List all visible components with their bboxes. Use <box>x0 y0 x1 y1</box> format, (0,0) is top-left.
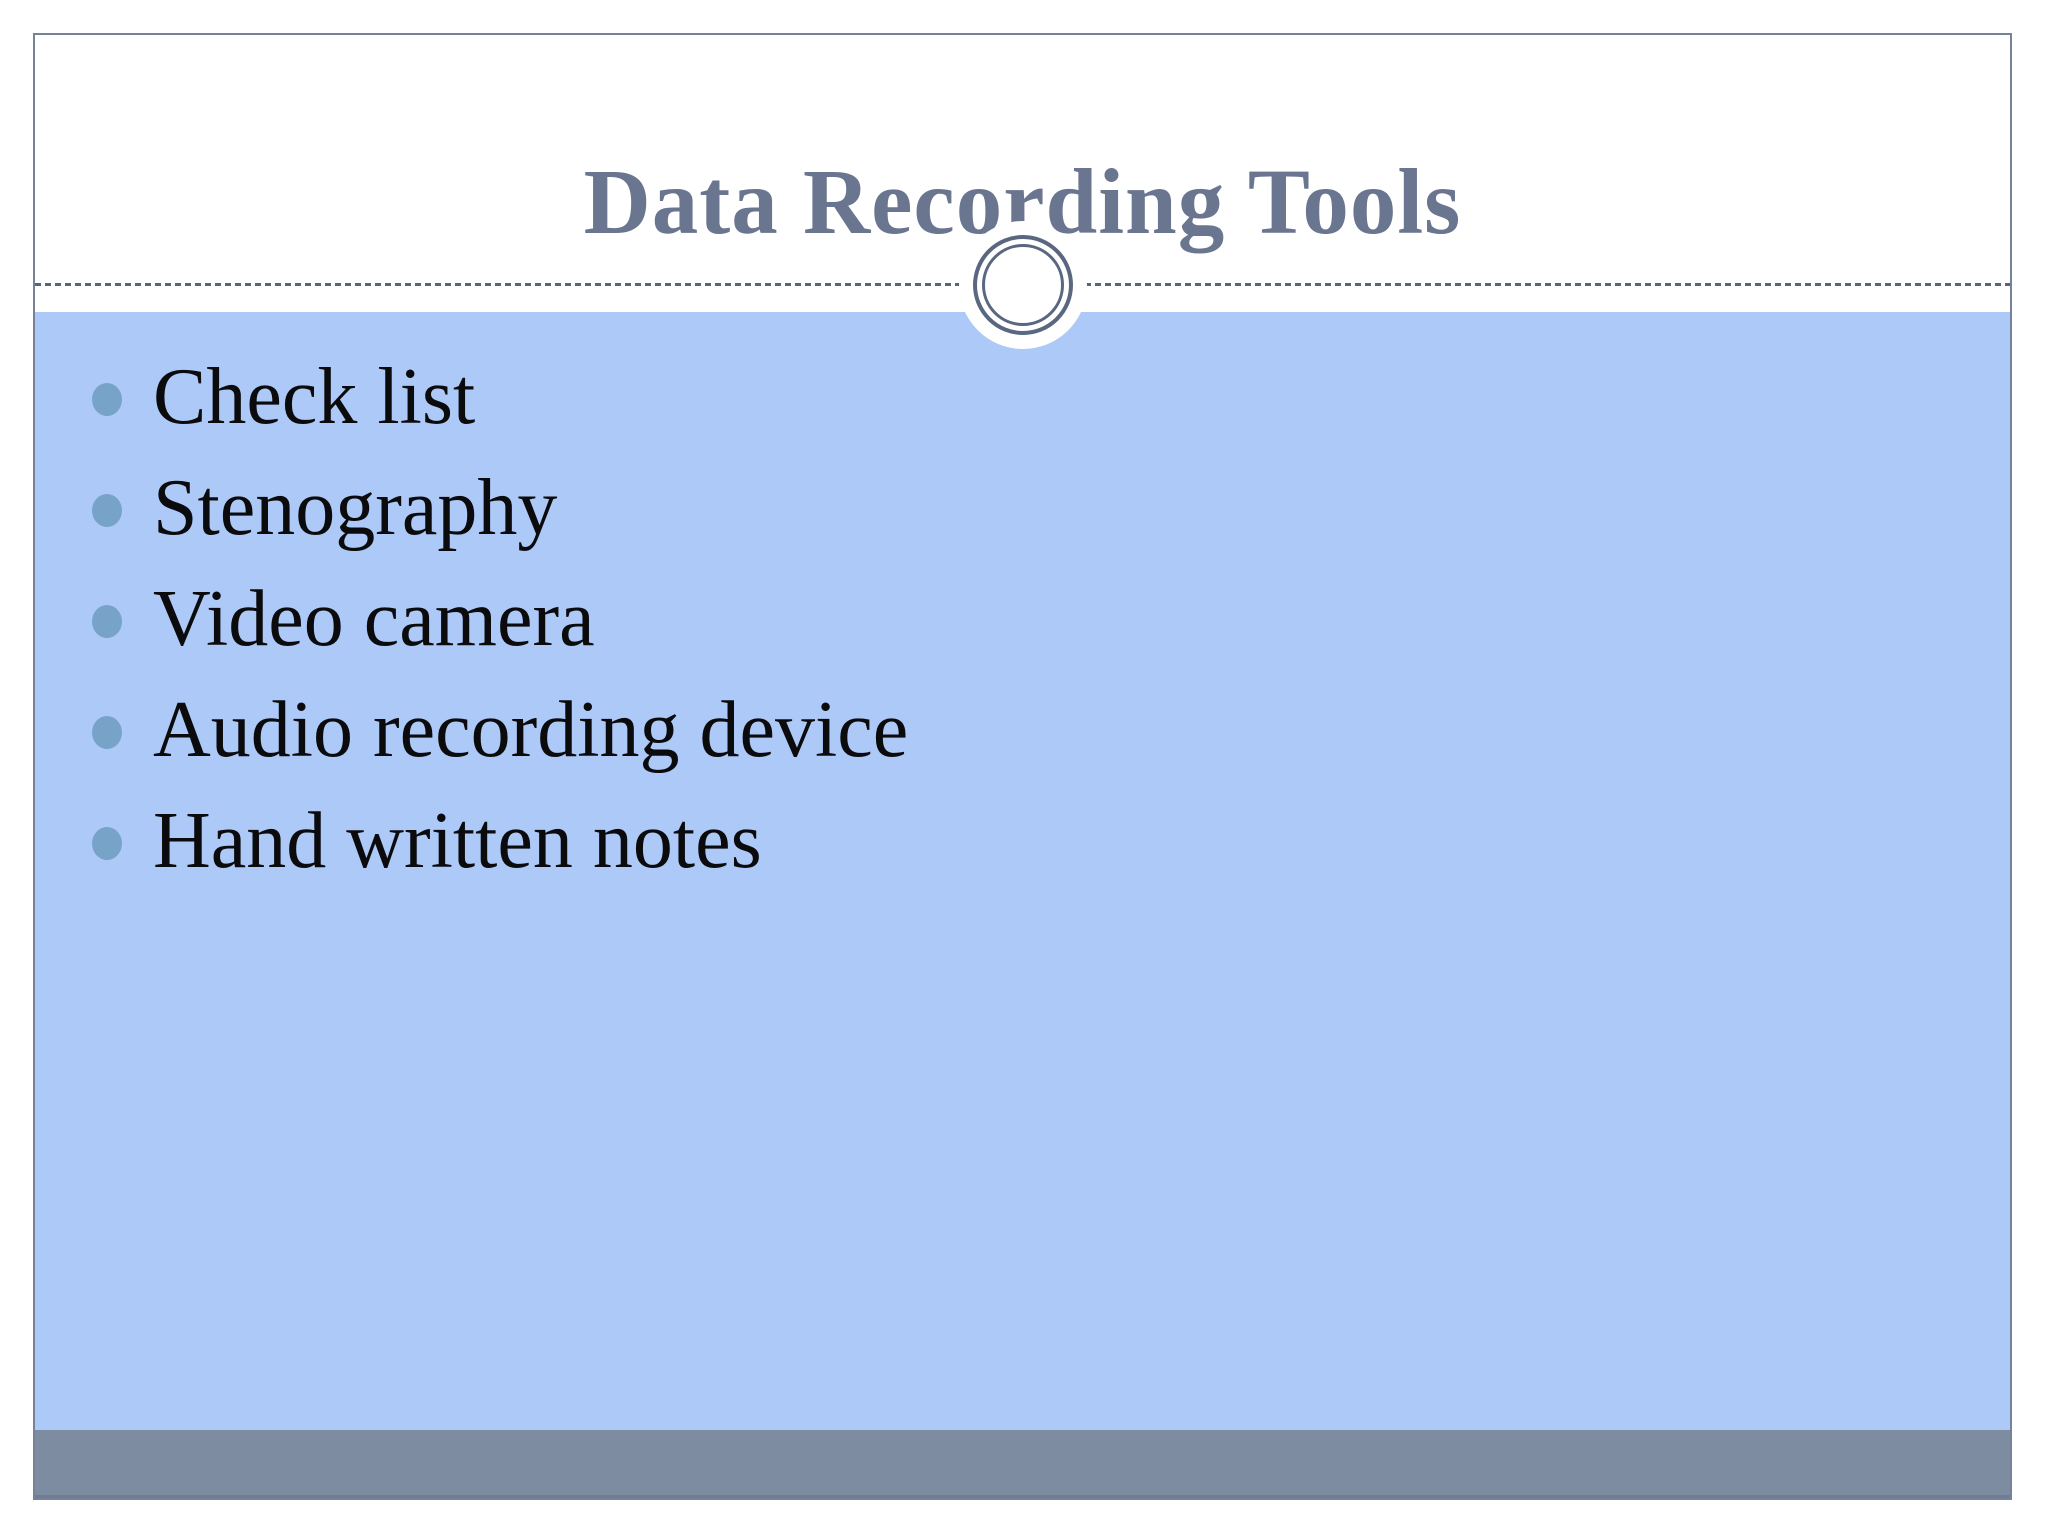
outer-ring <box>973 235 1073 335</box>
bullet-list: Check list Stenography Video camera Audi… <box>35 312 2010 899</box>
bullet-icon <box>92 827 122 860</box>
slide-body: Check list Stenography Video camera Audi… <box>35 312 2010 1430</box>
bullet-icon <box>92 716 122 749</box>
bullet-icon <box>92 494 122 527</box>
inner-ring <box>982 244 1064 326</box>
ring-ornament-icon <box>959 221 1087 349</box>
list-item: Stenography <box>35 455 2010 566</box>
footer-bar <box>35 1430 2010 1498</box>
bullet-text: Video camera <box>153 574 595 663</box>
list-item: Hand written notes <box>35 788 2010 899</box>
bullet-text: Audio recording device <box>153 685 909 774</box>
bullet-icon <box>92 605 122 638</box>
bullet-text: Check list <box>153 352 476 441</box>
slide-title: Data Recording Tools <box>583 151 1462 254</box>
list-item: Video camera <box>35 566 2010 677</box>
slide-canvas: Data Recording Tools Check list Stenogra… <box>33 33 2012 1500</box>
bullet-icon <box>92 383 122 416</box>
bullet-text: Hand written notes <box>153 796 762 885</box>
list-item: Check list <box>35 344 2010 455</box>
list-item: Audio recording device <box>35 677 2010 788</box>
bullet-text: Stenography <box>153 463 558 552</box>
